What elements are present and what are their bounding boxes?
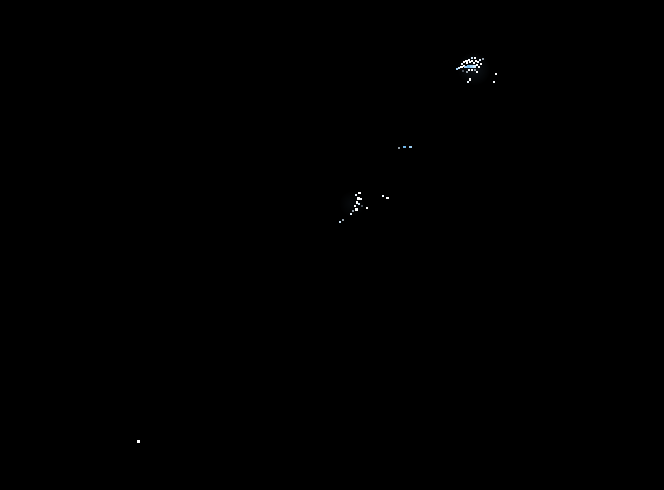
image-canvas: Near-black sky field with one bright blu… [0,0,664,490]
sky-background [0,0,664,490]
